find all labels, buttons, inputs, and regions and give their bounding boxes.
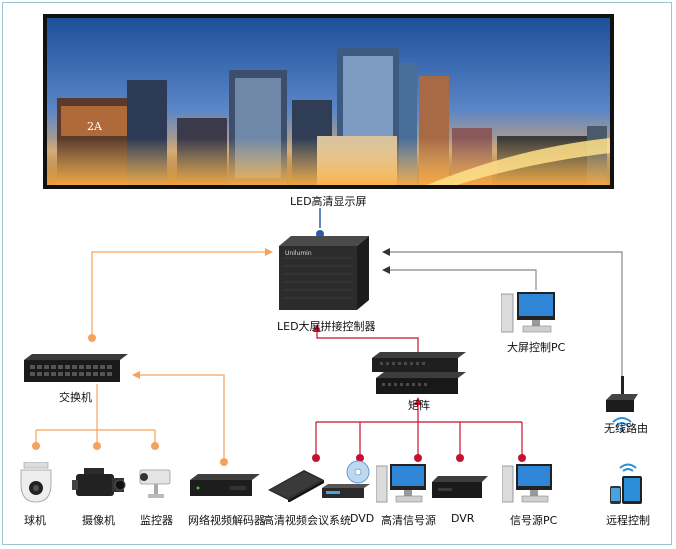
controller-label: LED大屏拼接控制器 [277,320,376,333]
dot-hd-source [414,454,422,462]
monitor-camera-label: 监控器 [140,514,173,527]
controller-brand: Unilumin [285,250,312,257]
dot-video-conf [312,454,320,462]
network-decoder [190,474,260,504]
remote-label: 远程控制 [606,514,650,527]
svg-text:2A: 2A [87,120,103,133]
wireless-router [604,376,640,446]
video-conf-device [268,470,324,506]
monitor-camera [136,464,176,504]
switch-label: 交换机 [59,391,92,404]
dot-dome-camera [32,442,40,450]
dvr-label: DVR [451,512,475,525]
network-decoder-label: 网络视频解码器 [188,514,265,527]
dot-decoder [220,458,228,466]
dot-monitor-camera [151,442,159,450]
arrow-sources-matrix [414,397,422,405]
dvr-device [432,476,488,504]
dot-signal-pc [518,454,526,462]
video-conf-label: 高清视频会议系统 [263,514,351,527]
camcorder [72,466,126,508]
arrow-switch-controller [265,248,273,256]
pc-control-computer [500,290,557,338]
matrix-device [372,352,466,400]
hd-source-computer [375,462,428,508]
hd-source-label: 高清信号源 [381,514,436,527]
dvd-label: DVD [350,512,375,525]
line-decoder-switch [140,374,225,460]
camcorder-label: 摄像机 [82,514,115,527]
led-controller: Unilumin [271,236,371,316]
cityscape-image: 2A [47,18,610,185]
dome-camera-label: 球机 [24,514,46,527]
remote-control-devices [608,458,648,512]
line-pc-controller [390,269,537,290]
network-switch [24,354,128,388]
line-matrix-controller [316,330,419,352]
led-display-screen: 2A [43,14,614,189]
signal-pc-computer [501,462,554,508]
arrow-pc-controller [382,266,390,274]
dome-camera [18,461,54,508]
router-label: 无线路由 [604,422,648,435]
matrix-label: 矩阵 [408,399,430,412]
dot-camcorder [93,442,101,450]
line-router-controller [390,251,623,378]
arrow-matrix-controller [313,324,321,332]
line-switch-controller [91,251,265,336]
arrow-decoder-switch [132,371,140,379]
arrow-router-controller [382,248,390,256]
signal-pc-label: 信号源PC [510,514,558,527]
dot-dvr [456,454,464,462]
dvd-player [322,460,370,506]
dot-switch [88,334,96,342]
dot-dvd [356,454,364,462]
led-display-label: LED高清显示屏 [290,195,367,208]
pc-control-label: 大屏控制PC [507,341,566,354]
